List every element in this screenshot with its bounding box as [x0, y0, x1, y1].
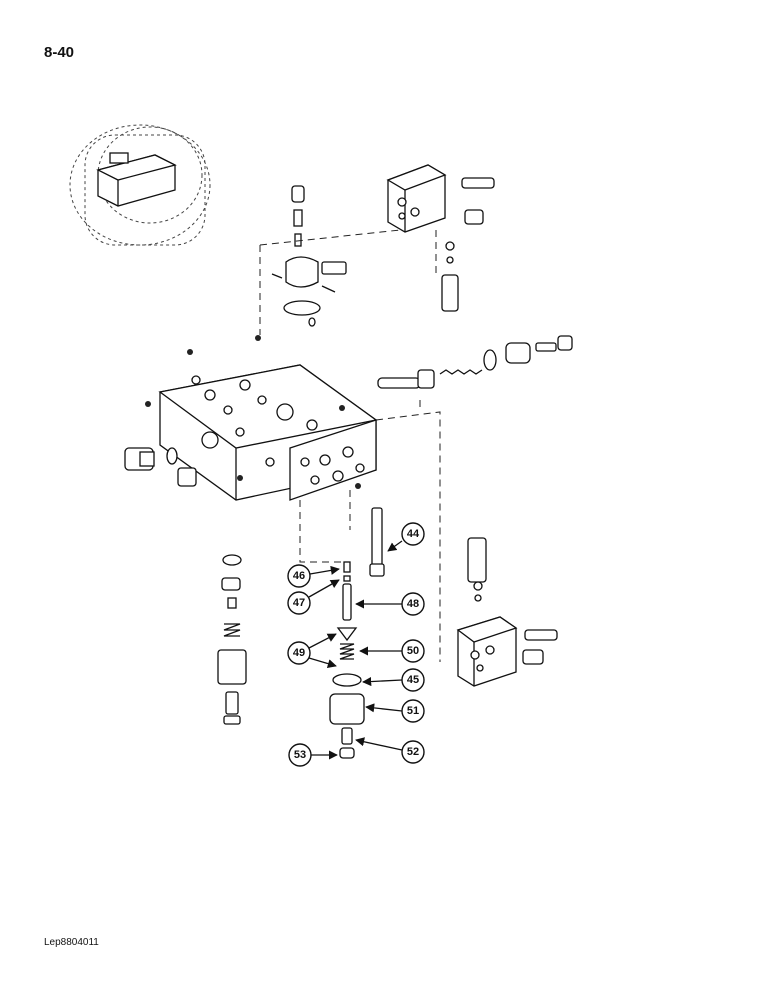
callout-label: 51 — [407, 705, 419, 717]
callout-48: 48 — [355, 592, 425, 616]
callout-45: 45 — [362, 668, 425, 692]
callout-52: 52 — [355, 737, 425, 764]
callout-label: 49 — [293, 647, 305, 659]
location-inset — [69, 124, 211, 246]
relief-cartridge-parts — [329, 507, 385, 759]
callout-label: 48 — [407, 598, 419, 610]
lower-cover-block — [456, 537, 558, 687]
callout-44: 44 — [387, 522, 425, 552]
callout-53: 53 — [288, 743, 338, 767]
page-number: 8-40 — [44, 44, 75, 61]
check-valve-stack-left — [217, 554, 247, 725]
callout-49: 49 — [287, 633, 337, 669]
assembly-guide-lines — [259, 229, 441, 662]
valve-block — [158, 364, 378, 501]
callout-50: 50 — [359, 639, 425, 663]
callout-label: 47 — [293, 597, 305, 609]
callout-label: 50 — [407, 645, 419, 657]
relief-valve-spool — [377, 335, 573, 389]
pilot-valve-assembly — [271, 185, 347, 327]
document-code: Lep8804011 — [44, 937, 99, 948]
callout-label: 44 — [407, 528, 420, 540]
callout-label: 52 — [407, 746, 419, 758]
callout-47: 47 — [287, 579, 340, 615]
callout-46: 46 — [287, 564, 340, 588]
callout-label: 53 — [294, 749, 306, 761]
side-plugs — [124, 335, 361, 489]
callout-51: 51 — [365, 699, 425, 723]
upper-cover-block — [386, 164, 495, 312]
callout-label: 45 — [407, 674, 419, 686]
callout-label: 46 — [293, 570, 305, 582]
